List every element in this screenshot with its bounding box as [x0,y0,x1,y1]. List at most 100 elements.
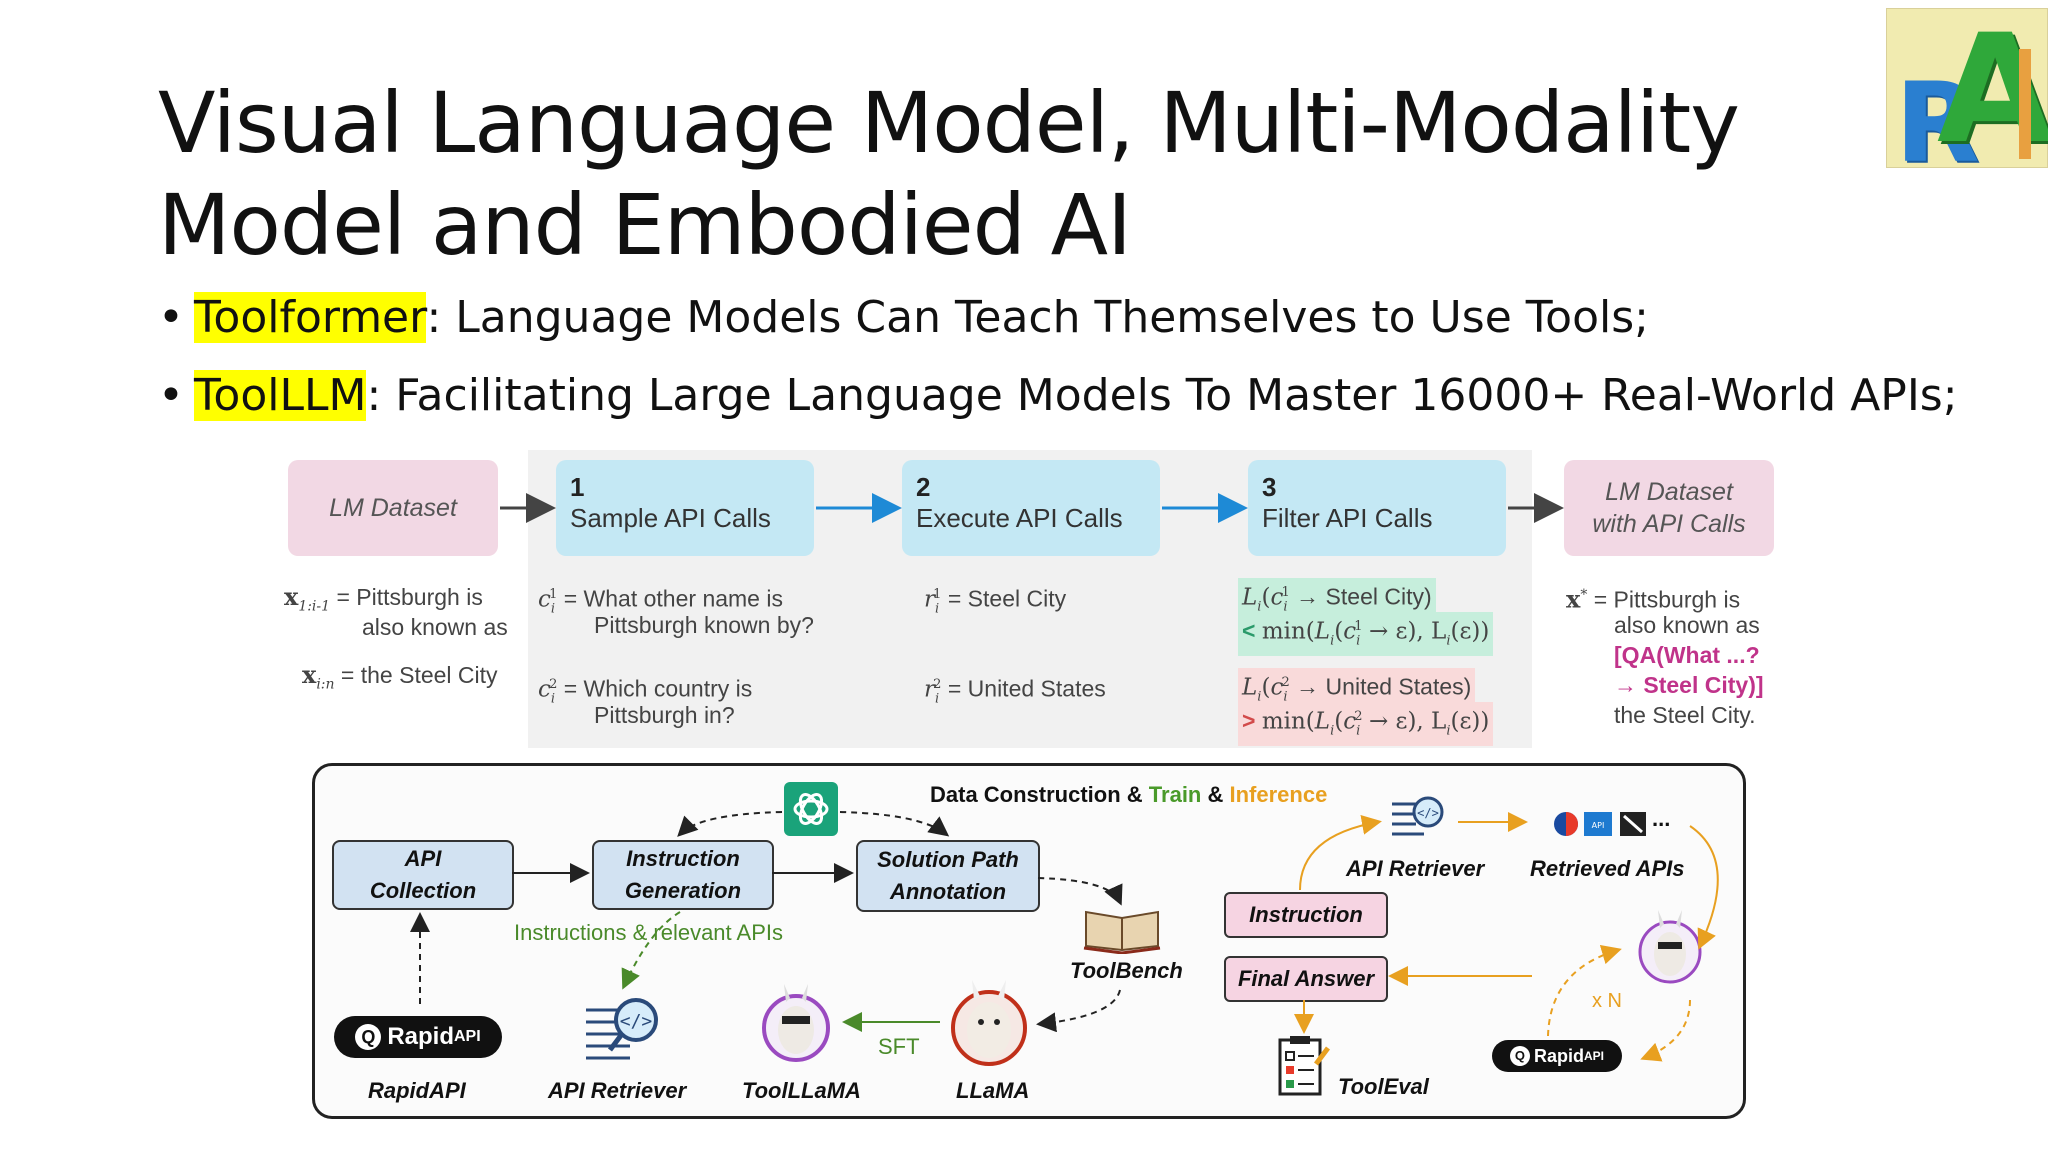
lm-dataset-api-line-2: with API Calls [1592,510,1746,538]
bullet-highlight: ToolLLM [194,370,367,421]
final-answer-box: Final Answer [1224,956,1388,1002]
step-3-number: 3 [1262,472,1277,502]
arrow-llama-to-rapidapi [1640,999,1691,1062]
arrow-generation-to-retriever [621,911,681,990]
rapidapi-small-q-icon: Q [1509,1046,1530,1066]
api-collection-box: API Collection [332,840,514,910]
rapidapi-logo-suffix: API [454,1028,481,1045]
arrow-instruction-to-retriever [1299,814,1382,891]
step-2-label: Execute API Calls [916,503,1123,533]
solution-path-line-2: Annotation [889,879,1007,904]
rapidapi-logo-text: Rapid [387,1023,454,1050]
logo-bar [2019,49,2031,159]
retrieved-apis-label: Retrieved APIs [1530,856,1685,881]
slide-title: Visual Language Model, Multi-Modality Mo… [158,72,1740,276]
c2-text-1: = Which country is [563,675,753,702]
step-1-box: 1 Sample API Calls [556,460,814,556]
instruction-box: Instruction [1224,892,1388,938]
header-train: Train [1148,782,1202,807]
solution-path-line-1: Solution Path [877,847,1019,872]
x-suffix-text: = the Steel City [340,662,498,688]
solution-path-box: Solution Path Annotation [856,840,1040,912]
step-3-box: 3 Filter API Calls [1248,460,1506,556]
header-inference: Inference [1229,782,1328,807]
bullet-dot: • [158,370,184,421]
lm-dataset-box: LM Dataset [288,460,498,556]
api-retriever-icon: </> [580,990,666,1072]
filter-1-bottom-text: → ε), L [1368,618,1447,645]
c1-line: ci1 = What other name is [538,585,783,617]
x-prefix-symbol: x [284,582,299,611]
rapidapi-q-icon: Q [355,1024,382,1050]
svg-text:</>: </> [1417,806,1439,820]
retrieved-apis-ellipsis: ... [1652,806,1671,831]
toolbench-label: ToolBench [1070,958,1183,983]
bullet-highlight: Toolformer [194,292,427,343]
toolllm-header: Data Construction & Train & Inference [930,782,1327,808]
toolllama-right-icon [1632,902,1708,992]
title-line-2: Model and Embodied AI [158,176,1132,274]
xstar-line: x* = Pittsburgh is [1566,584,1741,614]
x-suffix-line: xi:n = the Steel City [302,660,498,700]
x-suffix-sub: i:n [316,676,335,693]
title-line-1: Visual Language Model, Multi-Modality [158,74,1740,172]
filter-1-top-text: → Steel City) [1296,583,1432,610]
step-3-label: Filter API Calls [1262,503,1433,533]
filter-1-bottom: < min(Li(ci1 → ε), Li(ε)) [1238,612,1494,657]
arrow-chatgpt-to-generation [677,811,783,837]
retrieved-apis-icons: API [1552,808,1682,840]
rapidapi-small-suffix: API [1584,1049,1605,1063]
sft-label: SFT [878,1034,920,1059]
lm-dataset-label: LM Dataset [329,493,457,522]
r2-text: = United States [947,675,1106,702]
instruction-generation-line-1: Instruction [626,846,740,871]
instructions-relevant-apis-label: Instructions & relevant APIs [514,920,784,945]
bullet-text: : Facilitating Large Language Models To … [366,370,1958,421]
filter-2-bottom: > min(Li(ci2 → ε), Li(ε)) [1238,702,1494,747]
r1-line: ri1 = Steel City [924,585,1067,617]
bullet-toolformer: •Toolformer: Language Models Can Teach T… [158,292,1649,343]
x-prefix-sub: 1:i-1 [298,598,331,615]
api-collection-line-2: Collection [369,878,477,903]
svg-text:API: API [1592,821,1605,830]
header-amp: & [1201,782,1230,807]
api-retriever-right-label: API Retriever [1346,856,1485,881]
r1-text: = Steel City [947,585,1067,612]
api-retriever-right-icon: </> [1388,790,1450,850]
rapidapi-label: RapidAPI [368,1078,466,1103]
xn-label: x N [1592,990,1622,1012]
c1-text-1: = What other name is [563,585,783,612]
c1-text-2: Pittsburgh known by? [594,612,814,638]
llama-icon [944,976,1034,1070]
rapidapi-small-text: Rapid [1533,1045,1584,1066]
bullet-toolllm: •ToolLLM: Facilitating Large Language Mo… [158,370,1958,421]
header-data-construction: Data Construction & [930,782,1149,807]
instruction-generation-line-2: Generation [624,878,742,903]
xstar-end: the Steel City. [1614,702,1756,728]
lm-dataset-api-line-1: LM Dataset [1605,478,1733,506]
api-retriever-label: API Retriever [548,1078,687,1103]
step-2-number: 2 [916,472,931,502]
bullet-dot: • [158,292,184,343]
xstar-api-2: → Steel City)] [1614,672,1764,698]
step-1-label: Sample API Calls [570,503,771,533]
arrow-rapidapi-to-llama [1547,944,1622,1037]
x-suffix-symbol: x [302,660,317,689]
r2-line: ri2 = United States [924,675,1106,707]
toolllama-icon [758,980,834,1070]
x-prefix-line: x1:i-1 = Pittsburgh is [284,582,483,622]
chatgpt-icon [784,782,838,836]
c2-line: ci2 = Which country is [538,675,753,707]
x-prefix-text-2: also known as [362,614,508,640]
bullet-text: : Language Models Can Teach Themselves t… [426,292,1649,343]
book-icon [1082,904,1162,955]
xstar-text-1: = Pittsburgh is [1593,586,1741,613]
arrow-toolbench-to-llama [1036,989,1121,1033]
xstar-text-2: also known as [1614,612,1760,638]
instruction-generation-box: Instruction Generation [592,840,774,910]
logo-letter-r: R [1895,59,1980,187]
api-collection-line-1: API [404,846,442,871]
